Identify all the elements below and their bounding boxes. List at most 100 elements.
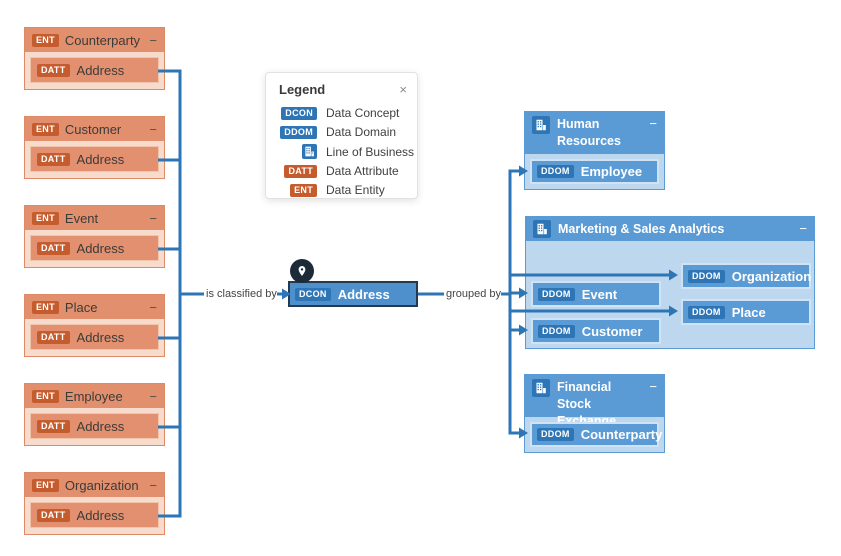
entity-card-employee[interactable]: ENT Employee − DATT Address (24, 383, 165, 446)
concept-node-address[interactable]: DCON Address (288, 281, 418, 307)
domain-row-counterparty[interactable]: DDOM Counterparty (530, 422, 662, 447)
ddom-badge: DDOM (538, 287, 575, 301)
legend-label: Data Domain (326, 125, 397, 139)
entity-header[interactable]: ENT Counterparty − (25, 28, 164, 52)
datt-badge: DATT (37, 152, 70, 166)
collapse-button[interactable]: − (799, 221, 807, 237)
ent-badge: ENT (32, 211, 59, 225)
lob-header[interactable]: Human Resources − (525, 112, 664, 154)
legend-items: DCON Data Concept DDOM Data Domain (279, 106, 414, 197)
legend-label: Data Concept (326, 106, 400, 120)
attribute-row[interactable]: DATT Address (30, 324, 159, 350)
ddom-badge: DDOM (688, 305, 725, 319)
attribute-row[interactable]: DATT Address (30, 413, 159, 439)
close-icon[interactable]: × (399, 82, 407, 97)
attribute-name: Address (76, 418, 125, 434)
ent-badge: ENT (32, 389, 59, 403)
ent-badge: ENT (290, 183, 317, 197)
building-icon (302, 144, 317, 159)
entity-header[interactable]: ENT Event − (25, 206, 164, 230)
attribute-row[interactable]: DATT Address (30, 502, 159, 528)
lob-title: Human Resources (557, 117, 621, 148)
lob-card-human-resources[interactable]: Human Resources − DDOM Employee (524, 111, 665, 190)
attribute-name: Address (76, 240, 125, 256)
entity-name: Employee (64, 388, 123, 404)
entity-name: Place (64, 299, 98, 315)
attribute-name: Address (76, 62, 125, 78)
datt-badge: DATT (37, 508, 70, 522)
building-icon (532, 379, 550, 397)
entity-header[interactable]: ENT Organization − (25, 473, 164, 497)
datt-badge: DATT (37, 63, 70, 77)
collapse-button[interactable]: − (149, 121, 157, 137)
collapse-button[interactable]: − (649, 379, 657, 394)
lob-header[interactable]: Marketing & Sales Analytics − (526, 217, 814, 241)
collapse-button[interactable]: − (149, 477, 157, 493)
domain-name: Event (581, 286, 618, 302)
attribute-row[interactable]: DATT Address (30, 235, 159, 261)
entity-body: DATT Address (25, 52, 164, 88)
attribute-name: Address (76, 507, 125, 523)
legend-title: Legend (279, 82, 326, 97)
domain-row-organization[interactable]: DDOM Organization (681, 263, 811, 289)
datt-badge: DATT (37, 241, 70, 255)
lob-title: Marketing & Sales Analytics (558, 221, 725, 236)
attribute-row[interactable]: DATT Address (30, 146, 159, 172)
entity-name: Event (64, 210, 99, 226)
ent-badge: ENT (32, 478, 59, 492)
domain-name: Organization (731, 268, 812, 284)
lob-card-marketing-sales-analytics[interactable]: Marketing & Sales Analytics − DDOM Event… (525, 216, 815, 349)
location-pin-icon (290, 259, 314, 283)
legend-label: Line of Business (326, 144, 415, 159)
entity-card-place[interactable]: ENT Place − DATT Address (24, 294, 165, 357)
attribute-name: Address (76, 151, 125, 167)
datt-badge: DATT (37, 419, 70, 433)
building-icon (533, 220, 551, 238)
domain-row-customer[interactable]: DDOM Customer (531, 318, 661, 344)
entity-name: Organization (64, 477, 139, 493)
lob-card-financial-stock-exchange[interactable]: Financial Stock Exchange − DDOM Counterp… (524, 374, 665, 453)
domain-name: Employee (580, 164, 643, 179)
collapse-button[interactable]: − (149, 299, 157, 315)
entity-body: DATT Address (25, 408, 164, 444)
datt-badge: DATT (284, 164, 317, 178)
entity-card-organization[interactable]: ENT Organization − DATT Address (24, 472, 165, 535)
domain-row-employee[interactable]: DDOM Employee (530, 159, 659, 184)
attribute-row[interactable]: DATT Address (30, 57, 159, 83)
ddom-badge: DDOM (280, 125, 317, 139)
collapse-button[interactable]: − (649, 116, 657, 131)
collapse-button[interactable]: − (149, 32, 157, 48)
attribute-name: Address (76, 329, 125, 345)
edge-label-is-classified-by: is classified by (206, 288, 277, 301)
ddom-badge: DDOM (688, 269, 725, 283)
building-icon (532, 116, 550, 134)
ddom-badge: DDOM (537, 428, 574, 441)
entity-header[interactable]: ENT Employee − (25, 384, 164, 408)
entity-card-counterparty[interactable]: ENT Counterparty − DATT Address (24, 27, 165, 90)
dcon-badge: DCON (295, 287, 331, 301)
entity-body: DATT Address (25, 141, 164, 177)
collapse-button[interactable]: − (149, 388, 157, 404)
edge-label-grouped-by: grouped by (446, 288, 502, 301)
concept-name: Address (337, 286, 390, 302)
entity-header[interactable]: ENT Place − (25, 295, 164, 319)
ent-badge: ENT (32, 122, 59, 136)
legend-panel: Legend × DCON Data Concept DDOM Data Dom… (265, 72, 418, 199)
entity-card-event[interactable]: ENT Event − DATT Address (24, 205, 165, 268)
lob-header[interactable]: Financial Stock Exchange − (525, 375, 664, 428)
entity-card-customer[interactable]: ENT Customer − DATT Address (24, 116, 165, 179)
entity-name: Customer (64, 121, 122, 137)
datt-badge: DATT (37, 330, 70, 344)
ddom-badge: DDOM (538, 324, 575, 338)
dcon-badge: DCON (281, 106, 317, 120)
entity-header[interactable]: ENT Customer − (25, 117, 164, 141)
domain-row-event[interactable]: DDOM Event (531, 281, 661, 307)
legend-label: Data Entity (326, 183, 385, 197)
collapse-button[interactable]: − (149, 210, 157, 226)
domain-row-place[interactable]: DDOM Place (681, 299, 811, 325)
domain-name: Counterparty (580, 427, 663, 442)
ent-badge: ENT (32, 33, 59, 47)
entity-body: DATT Address (25, 497, 164, 533)
legend-label: Data Attribute (326, 164, 399, 178)
entity-body: DATT Address (25, 319, 164, 355)
